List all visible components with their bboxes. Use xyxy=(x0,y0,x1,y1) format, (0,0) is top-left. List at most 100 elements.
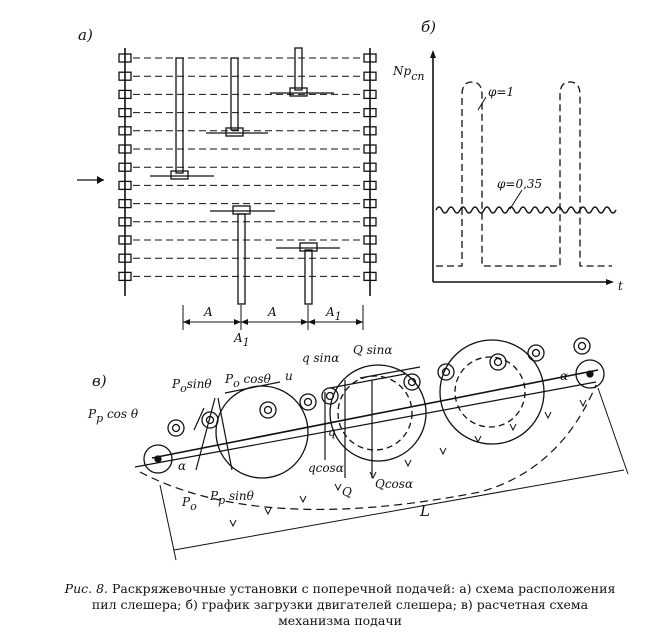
chain-link xyxy=(363,162,377,172)
conveyor-top xyxy=(151,369,599,459)
L-label: L xyxy=(419,502,430,520)
roller xyxy=(201,411,219,429)
chain-link xyxy=(363,198,377,209)
roller-hub xyxy=(303,397,313,407)
chain-link xyxy=(363,53,377,63)
panel-v: в) xyxy=(87,337,629,561)
phi035-label: φ=0,35 xyxy=(497,177,542,191)
panel-a-label: а) xyxy=(78,26,93,44)
conveyor-return xyxy=(139,384,597,511)
chain-link xyxy=(118,271,132,282)
roller-hub xyxy=(407,377,417,387)
Q-cos-label: Qcosα xyxy=(375,477,413,491)
q-label: q xyxy=(328,425,336,439)
chain-link xyxy=(118,253,132,263)
roller xyxy=(403,373,421,391)
dim-A-2: A xyxy=(267,305,277,319)
chain-link xyxy=(363,217,377,227)
log-3 xyxy=(439,339,545,445)
u-label: u xyxy=(285,369,293,383)
chain-link xyxy=(363,71,377,81)
roller-hub xyxy=(263,405,273,415)
roller xyxy=(527,344,545,362)
feed-arrow-head xyxy=(97,176,104,184)
left-sprocket xyxy=(143,444,173,474)
load-curve-phi1 xyxy=(436,81,612,267)
Q-sin-label: Q sinα xyxy=(353,343,392,357)
po-sin-label: Posinθ xyxy=(171,377,212,395)
caption-fig-number: Рис. 8. xyxy=(64,581,108,596)
y-axis-label: Npсп xyxy=(392,64,424,83)
po-label: Po xyxy=(181,495,197,513)
chain-link xyxy=(118,107,132,118)
saw-2 xyxy=(206,57,268,137)
chain-link xyxy=(118,144,132,154)
load-curve-phi035 xyxy=(435,206,617,214)
dim-L-line xyxy=(173,469,625,551)
chain-link xyxy=(118,235,132,245)
po-cos-label: Po cosθ xyxy=(224,372,272,390)
chain-link xyxy=(118,198,132,209)
figure-caption: Рис. 8. Раскряжевочные установки с попер… xyxy=(60,581,620,629)
roller-hub xyxy=(325,391,335,401)
roller-hub xyxy=(493,357,503,367)
right-sprocket xyxy=(575,359,605,389)
pp-sin-label: Pp sinθ xyxy=(209,489,255,507)
saw-3 xyxy=(270,47,334,97)
figure-canvas: а) xyxy=(77,18,629,561)
saw-5 xyxy=(276,242,340,305)
chain-rollers xyxy=(167,337,591,437)
chain-link xyxy=(118,53,132,63)
chain-link xyxy=(363,89,377,100)
log-2 xyxy=(329,364,427,462)
chain-link xyxy=(118,89,132,100)
chain-link xyxy=(118,217,132,227)
dash-rows xyxy=(133,57,362,277)
dim-A1-label: A1 xyxy=(233,331,250,349)
alpha-left-label: α xyxy=(178,459,186,473)
chain-link xyxy=(118,180,132,191)
panel-b: б) Npсп t φ=1 φ=0,35 xyxy=(392,18,623,293)
conveyor-inner xyxy=(134,381,597,468)
roller xyxy=(167,419,185,437)
phi1-label: φ=1 xyxy=(488,85,514,99)
roller xyxy=(489,353,507,371)
pp-cos-label: Pp cos θ xyxy=(87,407,139,425)
chain-link xyxy=(118,71,132,81)
x-axis-label: t xyxy=(618,279,623,293)
chain-link xyxy=(118,162,132,172)
chain-link xyxy=(363,235,377,245)
roller xyxy=(299,393,317,411)
chain-link xyxy=(363,107,377,118)
q-cos-label: qcosα xyxy=(308,461,344,475)
saw-4 xyxy=(210,205,275,305)
chain-link xyxy=(118,126,132,136)
roller-hub xyxy=(441,367,451,377)
caption-text: Раскряжевочные установки с поперечной по… xyxy=(91,581,616,628)
panel-a: а) xyxy=(77,26,377,349)
saw-1 xyxy=(150,57,214,180)
roller xyxy=(437,363,455,381)
log-2-inner xyxy=(337,375,413,451)
log-3-inner xyxy=(454,356,526,428)
q-sin-label: q sinα xyxy=(302,351,339,365)
panel-v-label: в) xyxy=(92,372,107,390)
chain-link xyxy=(363,144,377,154)
chain-link xyxy=(363,271,377,282)
chain-link xyxy=(363,126,377,136)
dim-A-1: A xyxy=(203,305,213,319)
roller xyxy=(573,337,591,355)
chain-ticks xyxy=(229,399,587,528)
dim-A1-right-label: A1 xyxy=(325,305,342,323)
chain-link xyxy=(363,180,377,191)
alpha-right-label: α xyxy=(560,369,568,383)
roller-hub xyxy=(531,348,541,358)
roller-hub xyxy=(171,423,181,433)
panel-b-label: б) xyxy=(421,18,436,36)
log-1 xyxy=(215,385,309,479)
force-arrows xyxy=(193,366,421,478)
chain-link xyxy=(363,253,377,263)
roller xyxy=(259,401,277,419)
Q-label: Q xyxy=(342,485,352,499)
chain-links xyxy=(118,53,377,282)
